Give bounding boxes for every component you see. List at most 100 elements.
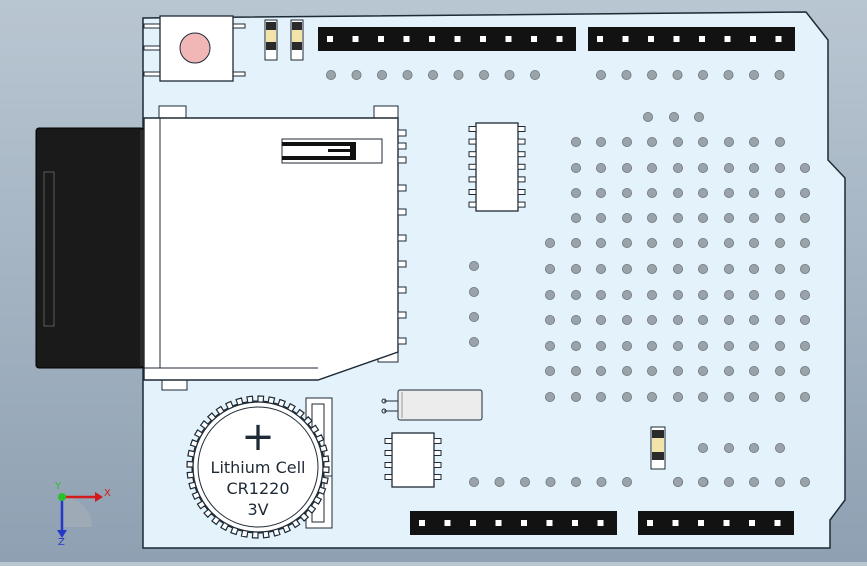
pad-hole <box>647 365 658 376</box>
pad-hole <box>520 476 531 487</box>
pad-hole <box>724 136 735 147</box>
ic-soic14 <box>468 122 526 212</box>
pad-hole <box>647 340 658 351</box>
header-pin <box>429 36 435 42</box>
header-pin <box>622 36 629 42</box>
sd-pin <box>397 311 407 319</box>
battery-plus: + <box>241 414 275 460</box>
pad-hole <box>724 365 735 376</box>
ic-pin <box>468 176 477 183</box>
ic-pin <box>433 450 442 456</box>
pad-hole <box>724 237 735 248</box>
pad-hole <box>673 476 684 487</box>
pad-hole <box>698 187 709 198</box>
ic-pin <box>468 189 477 195</box>
pad-hole <box>775 212 786 223</box>
smd-led-2 <box>290 19 304 61</box>
pad-hole <box>775 476 786 487</box>
axis-z-label: Z <box>58 537 65 548</box>
smd-led-1 <box>264 19 278 61</box>
pad-hole <box>673 314 684 325</box>
pad-hole <box>749 340 760 351</box>
pad-hole <box>800 365 811 376</box>
pad-hole <box>698 365 709 376</box>
header-pin <box>699 36 705 42</box>
header-pin <box>775 36 782 42</box>
ic-pin <box>517 151 526 158</box>
pad-hole <box>673 391 684 402</box>
pad-hole <box>800 289 811 300</box>
header-pin <box>648 36 654 42</box>
header-pin <box>327 36 333 42</box>
pad-hole <box>647 314 658 325</box>
sd-card-slot <box>35 127 146 369</box>
pad-hole <box>775 289 786 300</box>
pad-hole <box>698 263 709 274</box>
pad-hole <box>596 187 607 198</box>
pad-hole <box>622 340 633 351</box>
pad-hole <box>673 365 684 376</box>
pad-hole <box>673 237 684 248</box>
sd-pin <box>397 286 407 294</box>
pad-hole <box>622 263 633 274</box>
ic-pin <box>517 163 526 170</box>
pad-hole <box>622 365 633 376</box>
pad-hole <box>468 286 479 297</box>
pad-hole <box>698 70 709 81</box>
ic-pin <box>384 462 393 468</box>
pad-hole <box>724 314 735 325</box>
pad-hole <box>647 289 658 300</box>
pad-hole <box>749 263 760 274</box>
reset-button[interactable] <box>143 15 246 82</box>
header-body <box>638 511 794 535</box>
pad-hole <box>545 289 556 300</box>
pad-hole <box>749 442 760 453</box>
axis-x-label: X <box>104 488 111 499</box>
pad-hole <box>800 391 811 402</box>
pad-hole <box>724 476 735 487</box>
pad-hole <box>698 391 709 402</box>
pad-hole <box>724 289 735 300</box>
pad-hole <box>571 136 582 147</box>
pad-hole <box>571 289 582 300</box>
pad-hole <box>749 237 760 248</box>
pad-hole <box>673 340 684 351</box>
pad-hole <box>775 391 786 402</box>
pad-hole <box>673 212 684 223</box>
sd-pin <box>397 260 407 268</box>
pad-hole <box>545 237 556 248</box>
ic-soic8 <box>384 432 442 488</box>
header-pin <box>724 36 731 42</box>
pad-hole <box>775 162 786 173</box>
header-pin <box>505 36 512 42</box>
pad-hole <box>673 263 684 274</box>
pad-hole <box>698 289 709 300</box>
pad-hole <box>673 187 684 198</box>
header-top-right <box>588 27 795 51</box>
battery-label-line1: Lithium Cell <box>211 458 306 477</box>
ic-pin <box>468 151 477 158</box>
pad-hole <box>698 314 709 325</box>
pad-hole <box>749 212 760 223</box>
pad-hole <box>724 212 735 223</box>
header-pin <box>774 520 781 526</box>
ic-pin <box>468 126 477 132</box>
pad-hole <box>800 476 811 487</box>
pad-hole <box>468 260 479 271</box>
pad-hole <box>351 70 362 81</box>
pad-hole <box>478 70 489 81</box>
pad-hole <box>571 187 582 198</box>
pad-hole <box>596 70 607 81</box>
pad-hole <box>622 162 633 173</box>
pad-hole <box>749 289 760 300</box>
header-bottom-left <box>410 511 617 535</box>
pad-hole <box>647 187 658 198</box>
ic-pin <box>384 438 393 444</box>
pad-hole <box>749 476 760 487</box>
pad-grid <box>325 70 811 487</box>
pad-hole <box>698 136 709 147</box>
pad-hole <box>698 237 709 248</box>
pad-hole <box>545 365 556 376</box>
pad-hole <box>622 237 633 248</box>
ic-pin <box>517 126 526 132</box>
